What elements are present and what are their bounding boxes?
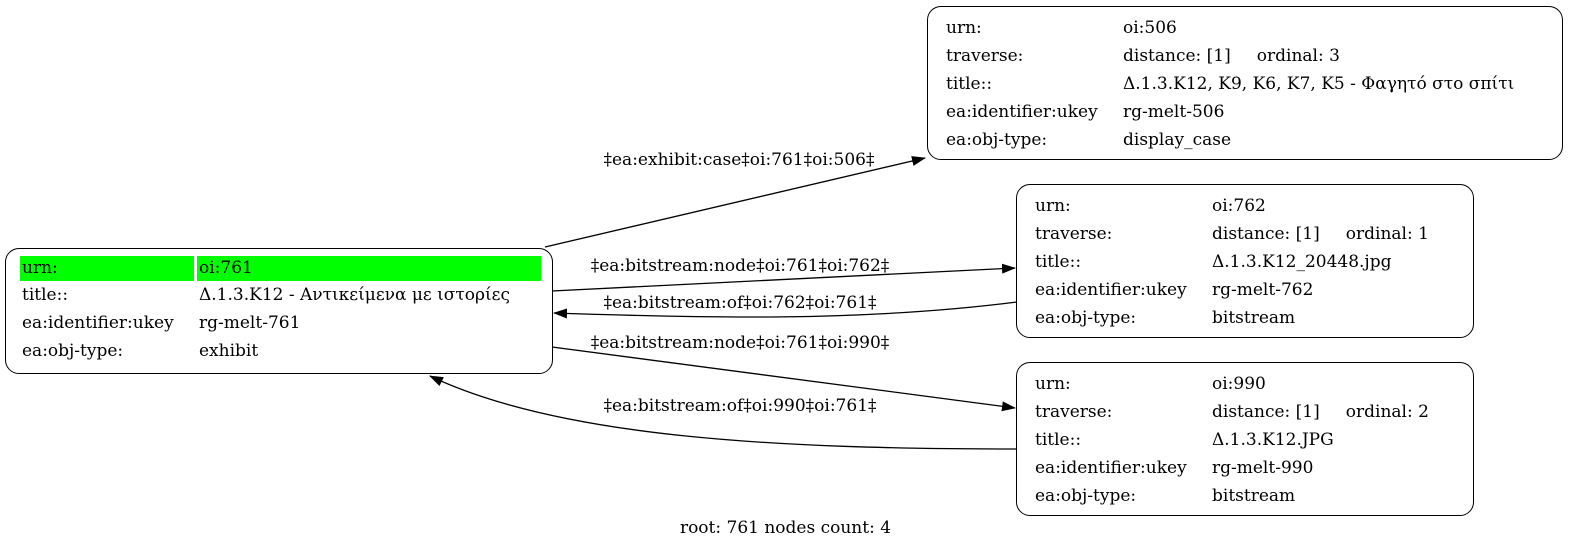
type-value: bitstream <box>1212 486 1296 506</box>
traverse-value: distance: [1] ordinal: 3 <box>1121 42 1516 70</box>
node-oi-990[interactable]: urn: oi:990 traverse: distance: [1] ordin… <box>1016 362 1474 516</box>
node-row-type: ea:obj-type: display_case <box>944 126 1516 154</box>
node-row-ukey: ea:identifier:ukey rg-melt-761 <box>20 309 541 337</box>
ukey-value: rg-melt-762 <box>1212 280 1314 300</box>
edge-label-762-761: ‡ea:bitstream:of‡oi:762‡oi:761‡ <box>603 293 877 313</box>
node-row-type: ea:obj-type: bitstream <box>1033 304 1431 332</box>
urn-key: urn: <box>20 256 194 281</box>
urn-value: oi:990 <box>1212 374 1266 394</box>
edge-761-to-506 <box>544 156 926 248</box>
distance-value: distance: [1] <box>1212 402 1320 422</box>
type-value: exhibit <box>199 341 259 361</box>
ukey-key: ea:identifier:ukey <box>22 313 174 333</box>
title-value: Δ.1.3.Κ12.JPG <box>1212 430 1334 450</box>
urn-key: urn: <box>946 18 982 38</box>
edge-761-to-990 <box>551 346 1016 412</box>
urn-key: urn: <box>1035 196 1071 216</box>
edge-990-to-761 <box>429 375 1018 450</box>
ordinal-value: ordinal: 2 <box>1345 402 1429 422</box>
node-row-traverse: traverse: distance: [1] ordinal: 3 <box>944 42 1516 70</box>
type-key: ea:obj-type: <box>946 130 1048 150</box>
edge-label-761-762: ‡ea:bitstream:node‡oi:761‡oi:762‡ <box>591 256 890 276</box>
ukey-value: rg-melt-990 <box>1212 458 1314 478</box>
traverse-value: distance: [1] ordinal: 1 <box>1210 220 1431 248</box>
edge-761-to-762 <box>551 263 1016 292</box>
node-row-urn: urn: oi:506 <box>944 14 1516 42</box>
node-row-title: title:: Δ.1.3.Κ12.JPG <box>1033 426 1431 454</box>
node-row-ukey: ea:identifier:ukey rg-melt-990 <box>1033 454 1431 482</box>
type-value: bitstream <box>1212 308 1296 328</box>
ukey-key: ea:identifier:ukey <box>1035 280 1187 300</box>
urn-value: oi:761 <box>197 256 541 281</box>
urn-key: urn: <box>1035 374 1071 394</box>
node-oi-761[interactable]: urn: oi:761 title:: Δ.1.3.Κ12 - Αντικείμ… <box>5 248 553 374</box>
ordinal-value: ordinal: 3 <box>1256 46 1340 66</box>
node-row-traverse: traverse: distance: [1] ordinal: 2 <box>1033 398 1431 426</box>
type-key: ea:obj-type: <box>22 341 124 361</box>
node-row-type: ea:obj-type: exhibit <box>20 337 541 365</box>
urn-value: oi:762 <box>1212 196 1266 216</box>
node-row-title: title:: Δ.1.3.Κ12, Κ9, Κ6, Κ7, Κ5 - Φαγη… <box>944 70 1516 98</box>
type-value: display_case <box>1123 130 1232 150</box>
node-row-title: title:: Δ.1.3.Κ12 - Αντικείμενα με ιστορ… <box>20 281 541 309</box>
node-row-urn: urn: oi:761 <box>20 256 541 281</box>
edge-label-761-990: ‡ea:bitstream:node‡oi:761‡oi:990‡ <box>591 333 890 353</box>
title-key: title:: <box>1035 430 1082 450</box>
node-row-type: ea:obj-type: bitstream <box>1033 482 1431 510</box>
title-key: title:: <box>946 74 993 94</box>
title-value: Δ.1.3.Κ12, Κ9, Κ6, Κ7, Κ5 - Φαγητό στο σ… <box>1123 74 1515 94</box>
ukey-value: rg-melt-506 <box>1123 102 1225 122</box>
distance-value: distance: [1] <box>1212 224 1320 244</box>
node-row-urn: urn: oi:762 <box>1033 192 1431 220</box>
traverse-key: traverse: <box>1035 402 1113 422</box>
graph-caption: root: 761 nodes count: 4 <box>679 518 892 538</box>
node-row-ukey: ea:identifier:ukey rg-melt-506 <box>944 98 1516 126</box>
type-key: ea:obj-type: <box>1035 308 1137 328</box>
traverse-key: traverse: <box>1035 224 1113 244</box>
title-key: title:: <box>22 285 69 305</box>
node-row-title: title:: Δ.1.3.Κ12_20448.jpg <box>1033 248 1431 276</box>
node-row-traverse: traverse: distance: [1] ordinal: 1 <box>1033 220 1431 248</box>
type-key: ea:obj-type: <box>1035 486 1137 506</box>
node-row-urn: urn: oi:990 <box>1033 370 1431 398</box>
title-value: Δ.1.3.Κ12 - Αντικείμενα με ιστορίες <box>199 285 511 305</box>
ukey-value: rg-melt-761 <box>199 313 301 333</box>
traverse-key: traverse: <box>946 46 1024 66</box>
node-oi-506[interactable]: urn: oi:506 traverse: distance: [1] ordin… <box>927 6 1563 160</box>
distance-value: distance: [1] <box>1123 46 1231 66</box>
ordinal-value: ordinal: 1 <box>1345 224 1429 244</box>
node-row-ukey: ea:identifier:ukey rg-melt-762 <box>1033 276 1431 304</box>
urn-value: oi:506 <box>1123 18 1177 38</box>
title-key: title:: <box>1035 252 1082 272</box>
node-oi-762[interactable]: urn: oi:762 traverse: distance: [1] ordin… <box>1016 184 1474 338</box>
traverse-value: distance: [1] ordinal: 2 <box>1210 398 1431 426</box>
ukey-key: ea:identifier:ukey <box>1035 458 1187 478</box>
ukey-key: ea:identifier:ukey <box>946 102 1098 122</box>
edge-label-761-506: ‡ea:exhibit:case‡oi:761‡oi:506‡ <box>604 150 875 170</box>
edge-label-990-761: ‡ea:bitstream:of‡oi:990‡oi:761‡ <box>603 396 877 416</box>
title-value: Δ.1.3.Κ12_20448.jpg <box>1212 252 1392 272</box>
edge-762-to-761 <box>553 301 1018 319</box>
